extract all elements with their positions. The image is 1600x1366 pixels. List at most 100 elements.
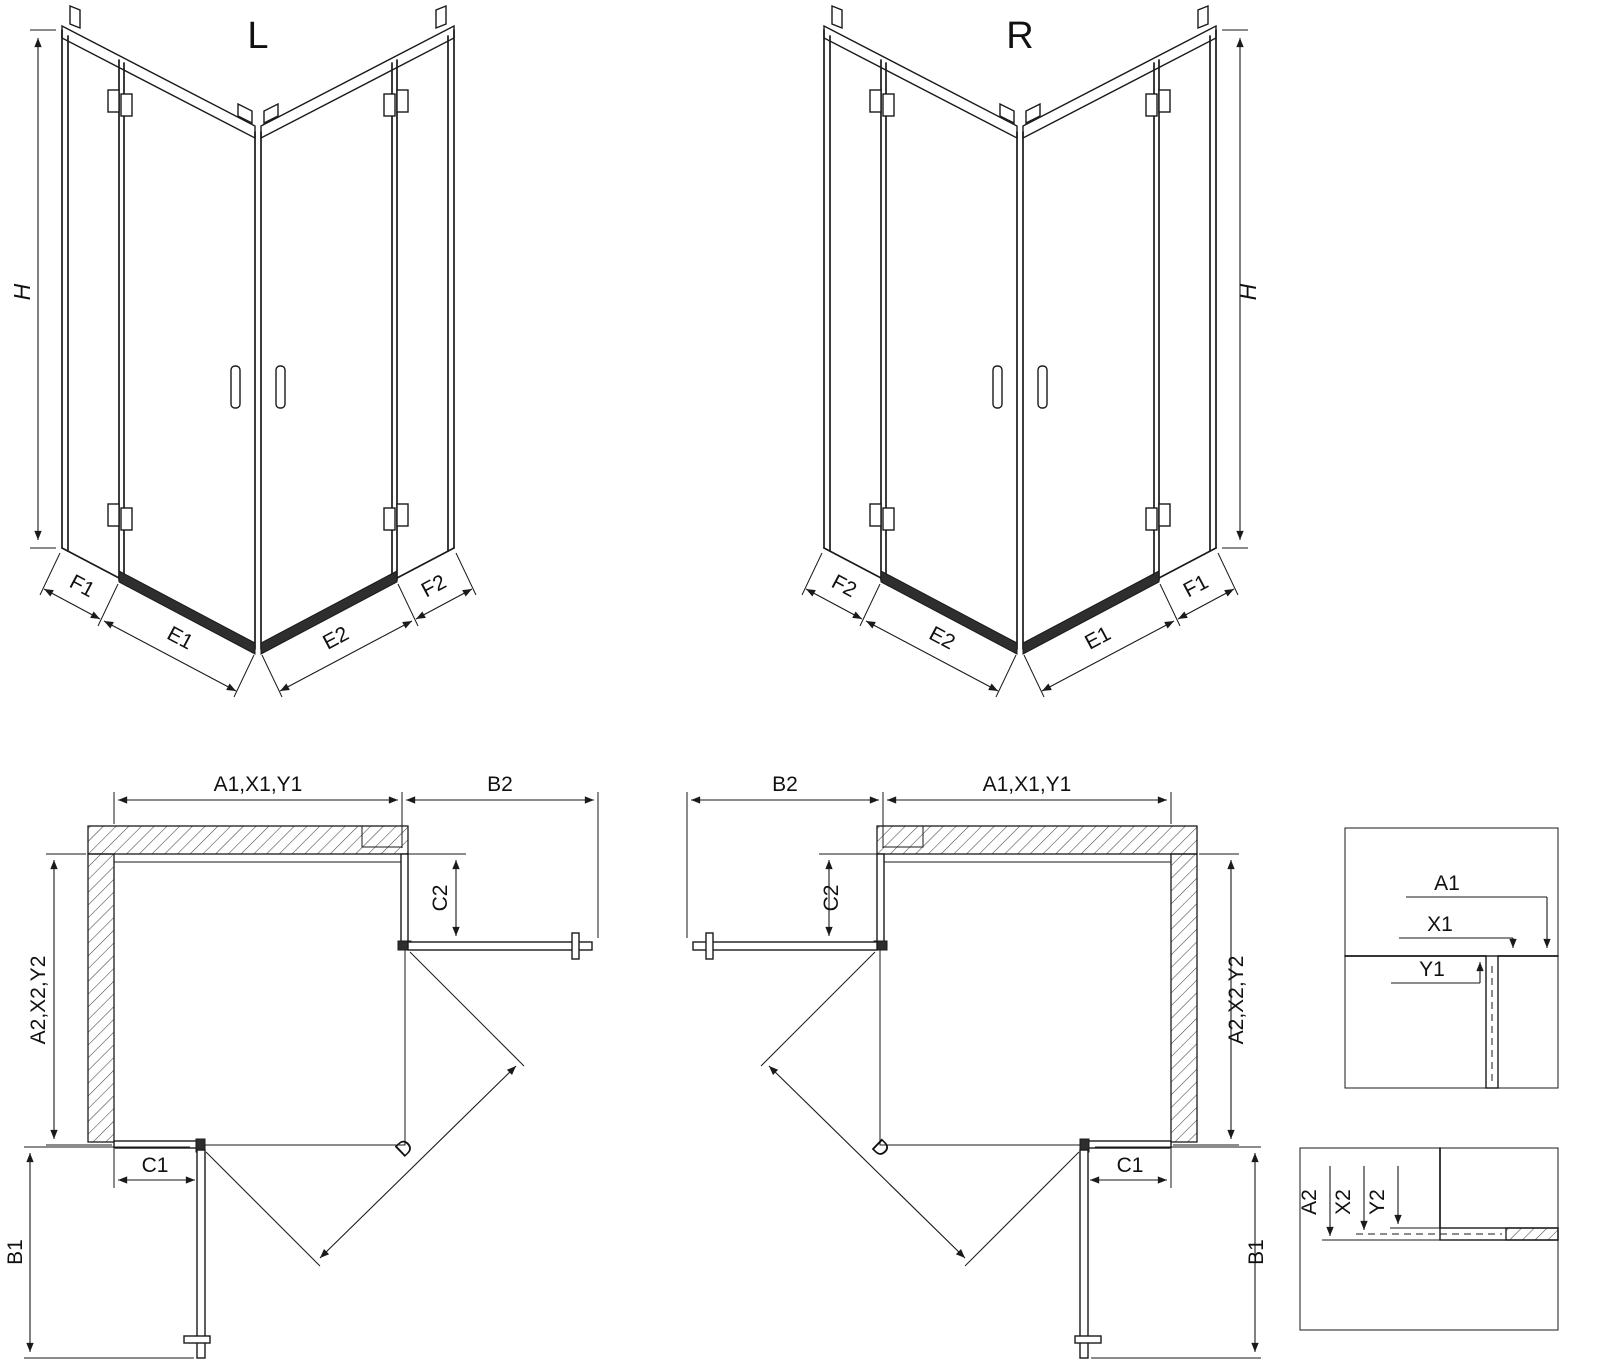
dim-label-e2: E2 — [925, 622, 958, 654]
profile-section — [1485, 955, 1499, 1089]
dim-label-a1x1y1: A1,X1,Y1 — [214, 773, 303, 796]
dim-label-d: D — [391, 1135, 418, 1162]
dim-label-f1: F1 — [66, 570, 98, 602]
hinges — [107, 89, 409, 531]
hinge — [1145, 507, 1158, 531]
wall-bracket — [831, 4, 843, 30]
detail-bottom-dims: A2 X2 Y2 — [1298, 1166, 1402, 1236]
corner-clamp — [1025, 102, 1041, 125]
top-rail — [823, 24, 1018, 140]
dim-label-y1: Y1 — [1419, 958, 1445, 981]
door-handle — [230, 365, 241, 409]
enclosure-outline — [113, 853, 406, 1146]
dim-label-b1: B1 — [1245, 1239, 1268, 1265]
hinge — [1145, 93, 1158, 117]
dim-label-y2: Y2 — [1366, 1189, 1389, 1215]
detail-top-dims: A1 X1 Y1 — [1391, 872, 1551, 984]
wall-hatch-top — [87, 825, 409, 855]
iso-view-right: R H — [801, 4, 1261, 698]
dim-label-e1: E1 — [163, 622, 196, 654]
detail-box-top: A1 X1 Y1 — [1344, 827, 1559, 1089]
hinge — [1158, 89, 1171, 113]
fixed-glass-left — [876, 853, 885, 944]
door-handle — [571, 932, 580, 960]
dim-label-x2: X2 — [1332, 1189, 1355, 1215]
fixed-glass-right — [400, 853, 409, 944]
profile-hatch — [1505, 1227, 1559, 1241]
dim-label-c1: C1 — [142, 1154, 169, 1177]
dim-label-d: D — [867, 1135, 894, 1162]
dim-label-f2: F2 — [418, 570, 450, 602]
door-handle — [1037, 365, 1048, 409]
dim-h-right: H — [1222, 29, 1261, 549]
hinge — [882, 93, 895, 117]
dim-label-h: H — [1235, 283, 1261, 300]
door-open-left — [692, 941, 878, 951]
dim-label-f2: F2 — [828, 570, 860, 602]
dim-label-a2x2y2: A2,X2,Y2 — [1225, 956, 1248, 1045]
wall-bracket — [69, 4, 81, 30]
wall-bracket — [1197, 4, 1209, 30]
glass-panel-edges — [61, 29, 455, 650]
door-open-down — [1079, 1149, 1089, 1359]
wall-bracket — [435, 4, 447, 30]
door-handle — [992, 365, 1003, 409]
dims-bottom-right: F2 E2 E1 F1 — [801, 552, 1239, 698]
dim-label-h: H — [9, 283, 35, 300]
dim-label-a1x1y1: A1,X1,Y1 — [983, 773, 1072, 796]
corner-clamp — [237, 102, 253, 125]
enclosure-outline — [879, 853, 1172, 1146]
door-open-right — [407, 941, 593, 951]
dim-label-b2: B2 — [487, 773, 513, 796]
wall-step-profile — [361, 826, 402, 848]
hinge — [107, 89, 120, 113]
dim-label-c2: C2 — [820, 885, 843, 912]
door-handle — [1074, 1335, 1102, 1344]
dims-bottom-left: F1 E1 E2 F2 — [39, 552, 477, 698]
dim-label-x1: X1 — [1427, 913, 1453, 936]
dims-plan-left: A1,X1,Y1 B2 C2 A2,X2,Y2 C1 B1 D — [4, 773, 599, 1359]
wall-step-profile — [883, 826, 924, 848]
hinge — [396, 89, 409, 113]
hinge — [120, 93, 133, 117]
top-rail — [61, 24, 256, 140]
top-rail — [1022, 24, 1217, 140]
hinge — [1158, 503, 1171, 527]
hinge — [107, 503, 120, 527]
glass-panel-edges — [823, 29, 1217, 650]
hinge — [869, 503, 882, 527]
dim-label-b2: B2 — [772, 773, 798, 796]
dim-label-e2: E2 — [319, 622, 352, 654]
hinge — [120, 507, 133, 531]
dim-label-f1: F1 — [1180, 570, 1212, 602]
dim-label-a2: A2 — [1298, 1189, 1321, 1215]
hinge — [383, 507, 396, 531]
dim-label-a2x2y2: A2,X2,Y2 — [27, 956, 50, 1045]
hinge — [882, 507, 895, 531]
wall-hatch-left — [87, 853, 115, 1143]
plan-view-left: A1,X1,Y1 B2 C2 A2,X2,Y2 C1 B1 D — [4, 773, 599, 1359]
detail-box-bottom: A2 X2 Y2 — [1298, 1147, 1559, 1331]
iso-right-title: R — [1006, 15, 1033, 57]
wall-hatch-top — [876, 825, 1198, 855]
door-handle — [705, 932, 714, 960]
dim-label-e1: E1 — [1081, 622, 1114, 654]
dim-label-c2: C2 — [429, 885, 452, 912]
wall-hatch-right — [1170, 853, 1198, 1143]
corner-clamp — [999, 102, 1015, 125]
top-rail — [260, 24, 455, 140]
iso-view-left: L — [9, 4, 477, 698]
corner-clamp — [263, 102, 279, 125]
door-handle — [275, 365, 286, 409]
plan-view-right: A1,X1,Y1 B2 C2 A2,X2,Y2 C1 B1 D — [686, 773, 1268, 1359]
hinges — [869, 89, 1171, 531]
door-handle — [183, 1335, 211, 1344]
dim-h-left: H — [9, 29, 56, 549]
door-open-down — [196, 1149, 206, 1359]
detail-frame — [1344, 827, 1559, 1089]
hinge — [396, 503, 409, 527]
hinge — [383, 93, 396, 117]
dim-label-c1: C1 — [1117, 1154, 1144, 1177]
iso-left-title: L — [247, 15, 268, 57]
